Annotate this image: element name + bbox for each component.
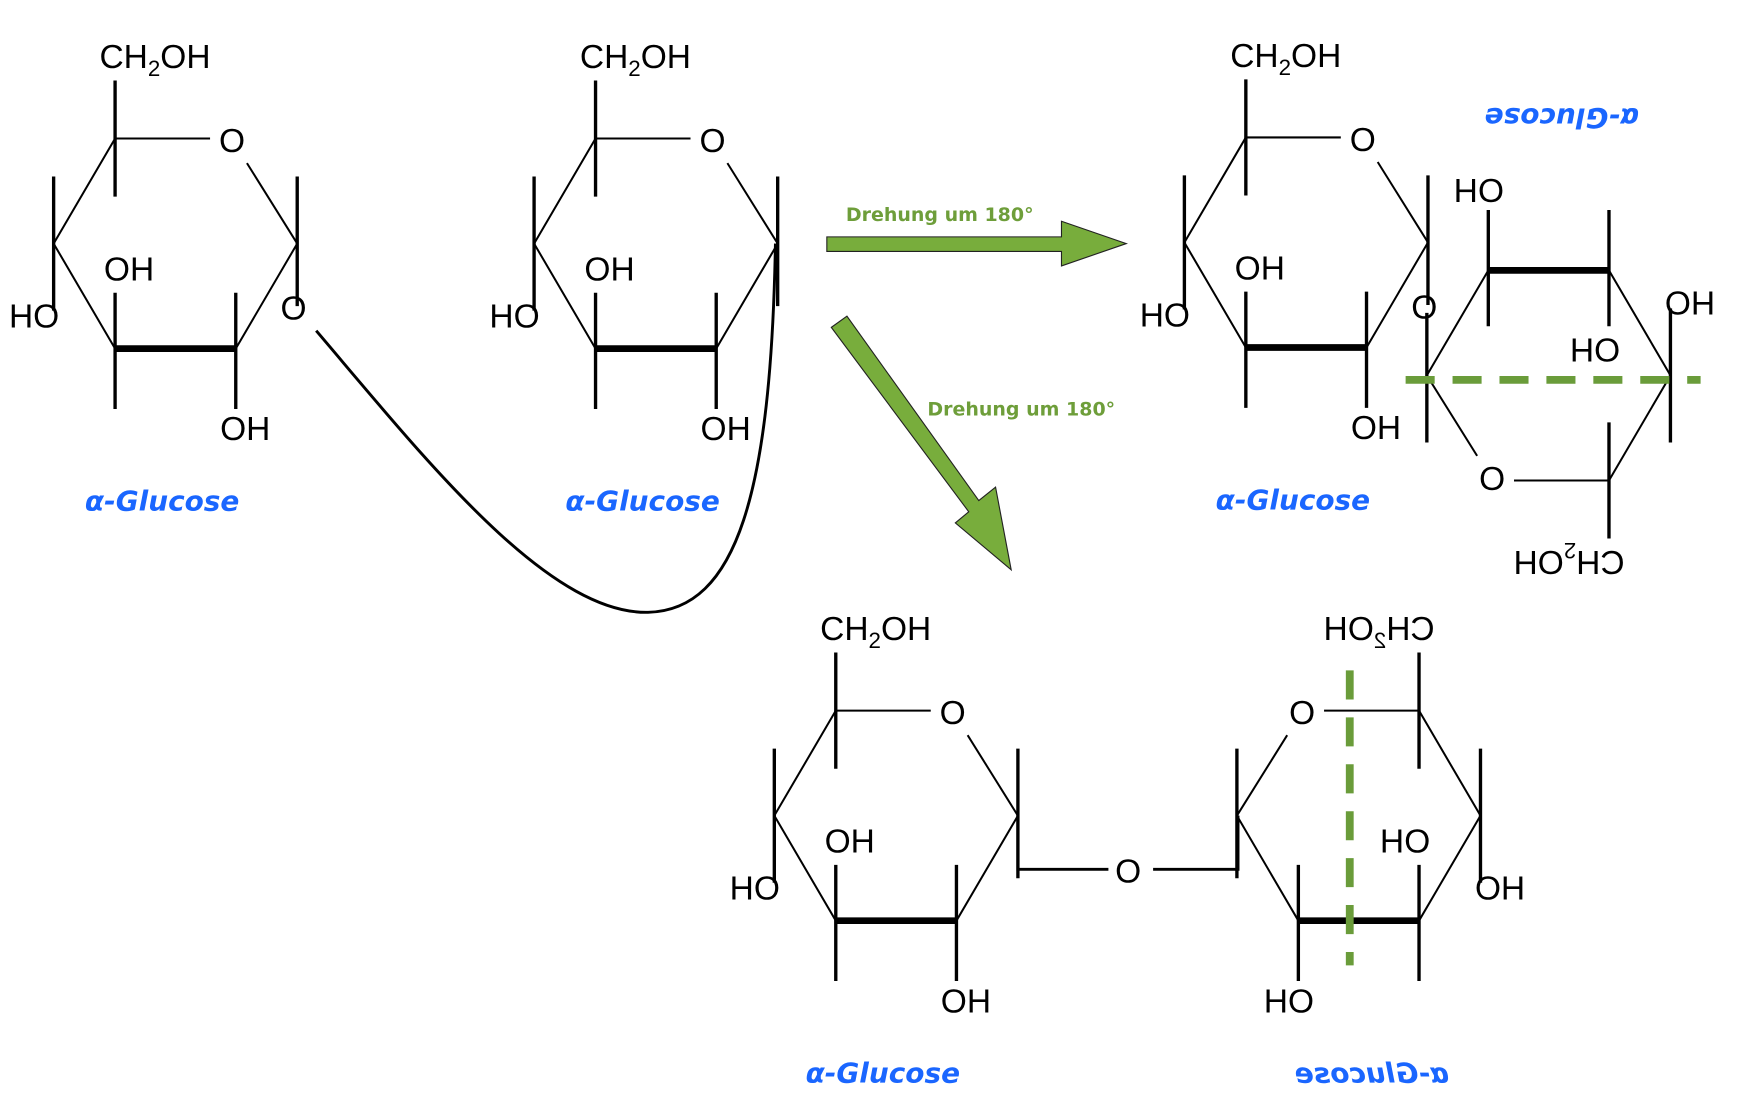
hydroxyl-group: HO <box>1475 870 1525 907</box>
condensation-curve <box>315 243 777 614</box>
ring-oxygen: O <box>940 695 966 732</box>
hydroxyl-group: HO <box>1140 297 1190 334</box>
molecule-label: α-Glucose <box>1485 101 1639 134</box>
molecule-label: α-Glucose <box>806 1057 960 1090</box>
glucose-molecule-4-rotated: CH2OH O OH HO OH α-Glucose <box>1427 101 1715 580</box>
glucose-molecule-3: CH2OH O OH HO OH O α-Glucose <box>1140 38 1438 516</box>
ch2oh-group: CH2OH <box>99 39 210 81</box>
ch2oh-group: CH2OH <box>1230 38 1341 80</box>
ch2oh-group: CH2OH <box>1513 538 1624 580</box>
molecule-label: α-Glucose <box>565 485 719 518</box>
hydroxyl-group: OH <box>1454 171 1504 208</box>
arrow-right-label: Drehung um 180° <box>846 204 1034 226</box>
hydroxyl-group: OH <box>1570 331 1620 368</box>
anomeric-oxygen: O <box>280 291 306 328</box>
hydroxyl-group: HO <box>730 870 780 907</box>
rotation-arrow-horizontal: Drehung um 180° <box>826 204 1128 267</box>
hydroxyl-group: OH <box>1351 410 1401 447</box>
ring-oxygen: O <box>1479 459 1505 496</box>
hydroxyl-group: HO <box>1665 284 1715 321</box>
ring-oxygen: O <box>219 123 245 160</box>
hydroxyl-group: OH <box>1380 824 1430 861</box>
glucose-molecule-6-rotated: CH2OH O OH HO OH α-Glucose <box>1237 611 1525 1090</box>
glucose-molecule-2: CH2OH O OH HO OH α-Glucose <box>489 39 777 518</box>
rotation-arrow-diagonal: Drehung um 180° <box>830 315 1115 572</box>
ch2oh-group: CH2OH <box>580 39 691 81</box>
ch2oh-group: CH2OH <box>820 611 931 653</box>
hydroxyl-group: OH <box>825 824 875 861</box>
hydroxyl-group: OH <box>701 411 751 448</box>
hydroxyl-group: HO <box>9 298 59 335</box>
anomeric-oxygen: O <box>1411 289 1437 326</box>
ring-oxygen: O <box>699 123 725 160</box>
hydroxyl-group: OH <box>220 411 270 448</box>
hydroxyl-group: OH <box>941 983 991 1020</box>
bridge-oxygen: O <box>1115 854 1141 891</box>
ch2oh-group: CH2OH <box>1324 611 1435 653</box>
arrow-down-label: Drehung um 180° <box>927 399 1115 421</box>
glycosidic-bond: O <box>1016 815 1240 891</box>
arrow-down-shape <box>830 315 1013 572</box>
hydroxyl-group: OH <box>104 251 154 288</box>
hydroxyl-group: OH <box>1235 250 1285 287</box>
hydroxyl-group: OH <box>1264 983 1314 1020</box>
molecule-label: α-Glucose <box>85 485 239 518</box>
arrow-right-shape <box>826 220 1128 267</box>
glucose-molecule-5: CH2OH O OH HO OH α-Glucose <box>730 611 1018 1090</box>
ring-oxygen: O <box>1350 122 1376 159</box>
hydroxyl-group: OH <box>584 251 634 288</box>
molecule-label: α-Glucose <box>1295 1057 1449 1090</box>
glucose-molecule-1: CH2OH O OH HO OH O α-Glucose <box>9 39 307 517</box>
molecule-label: α-Glucose <box>1216 484 1370 517</box>
hydroxyl-group: HO <box>489 298 539 335</box>
ring-oxygen: O <box>1289 695 1315 732</box>
